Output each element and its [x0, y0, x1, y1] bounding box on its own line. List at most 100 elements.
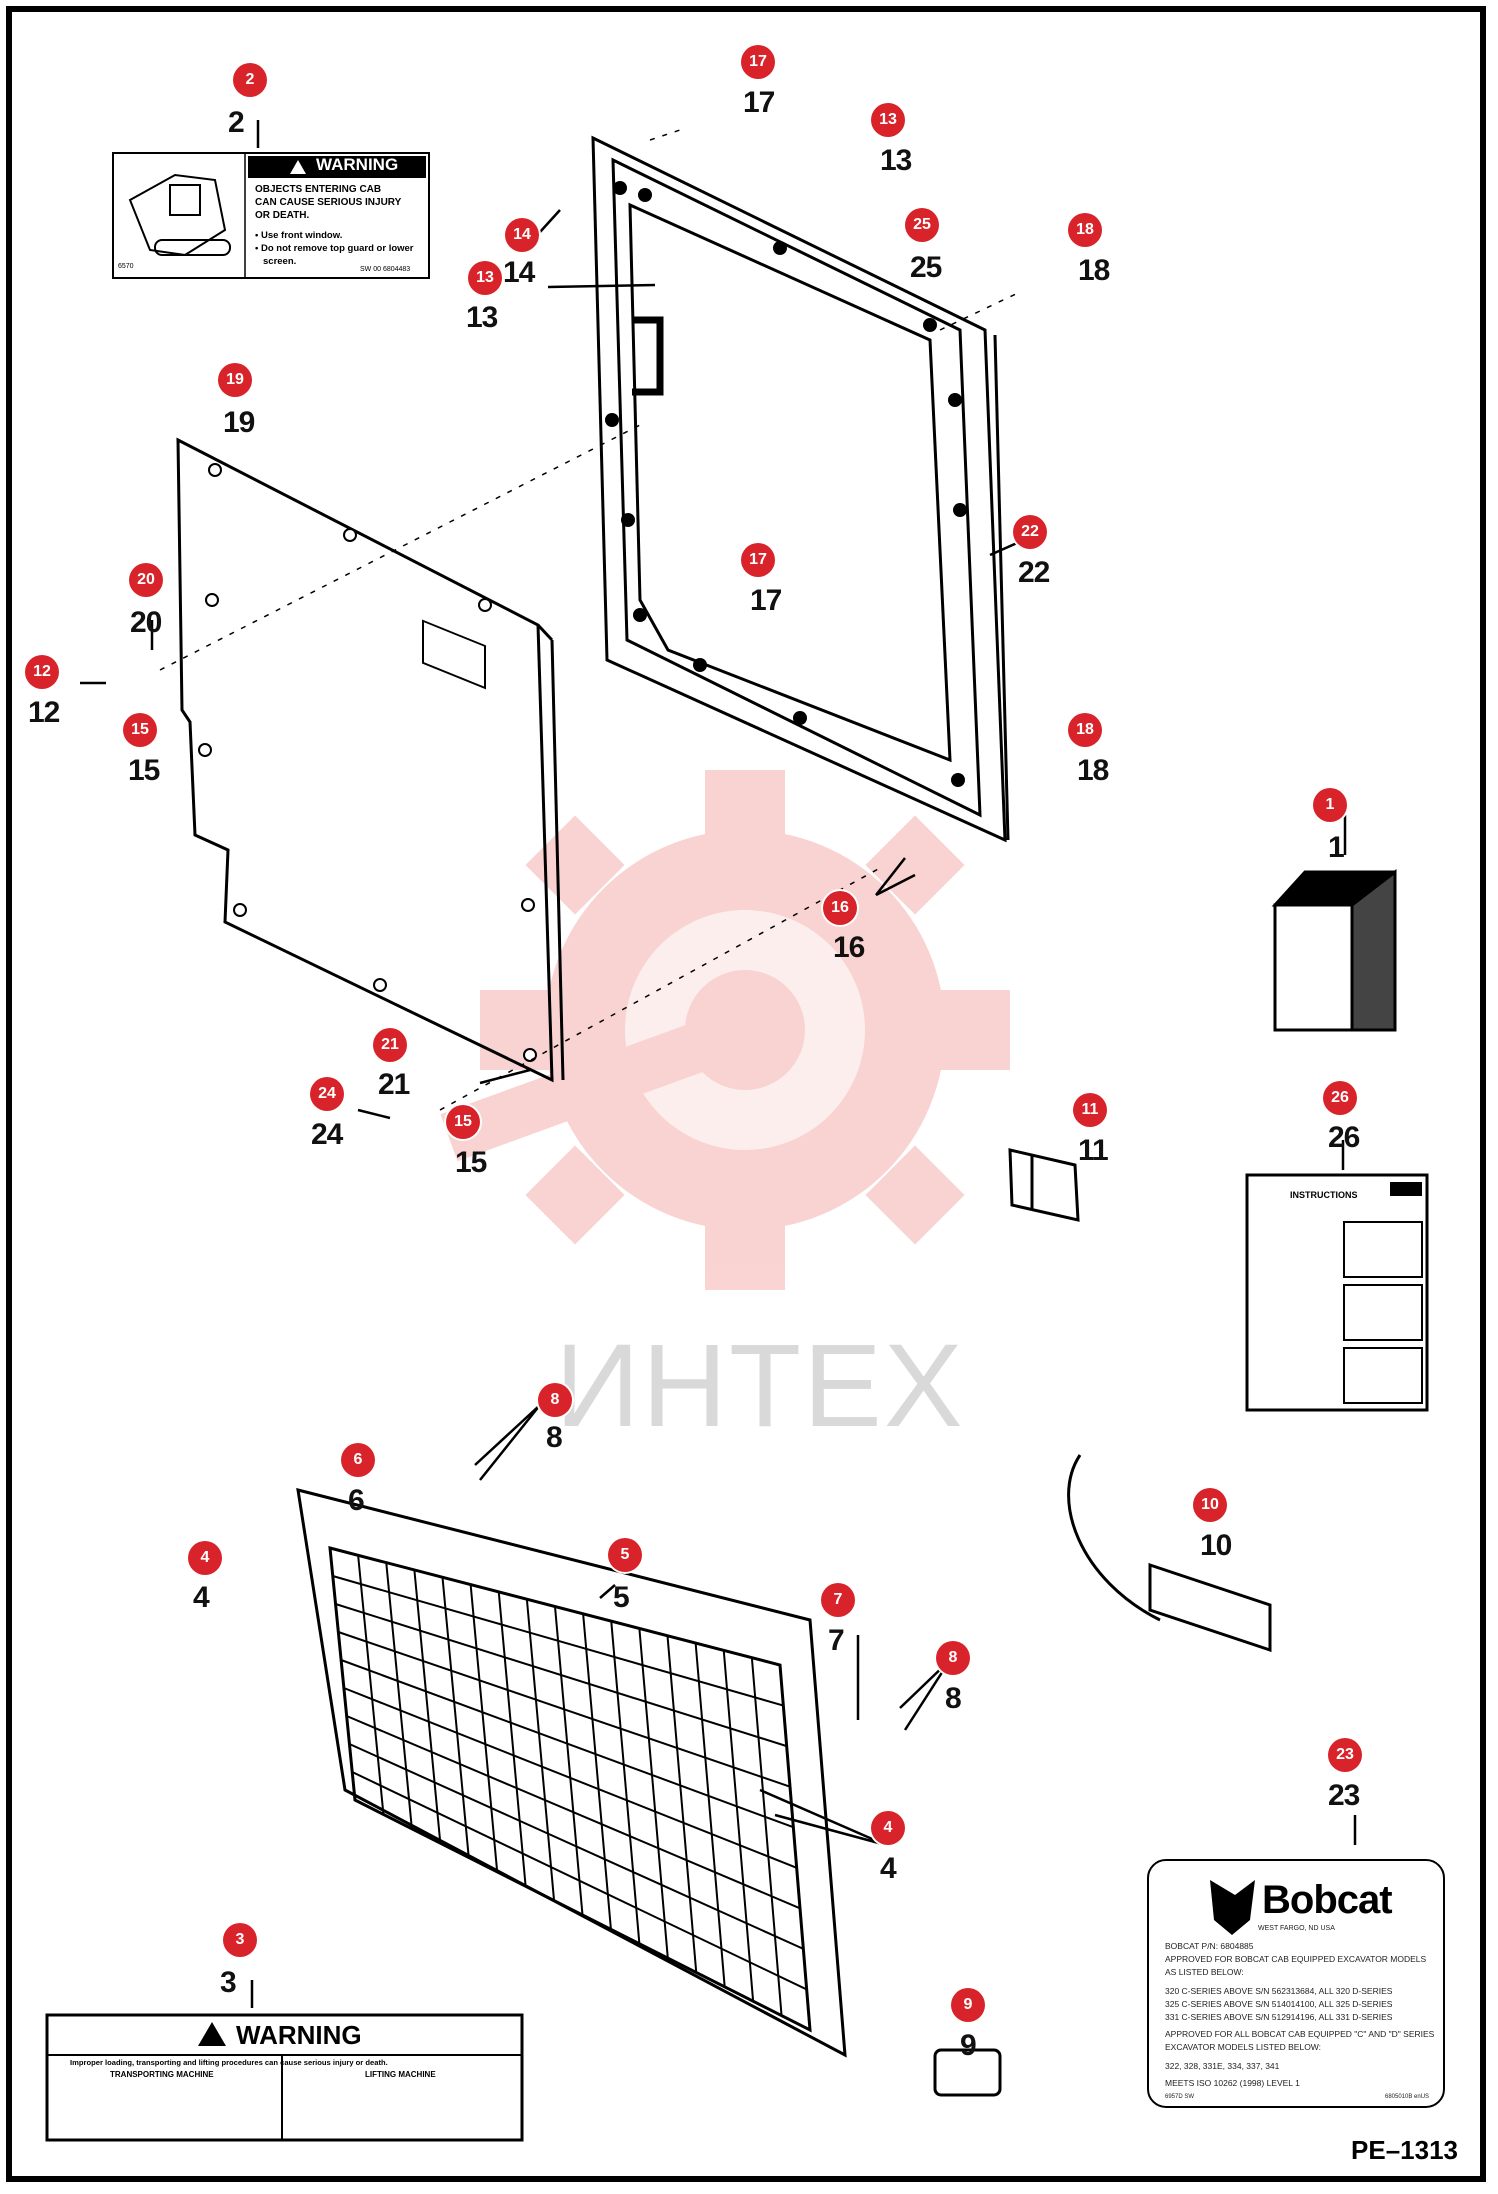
callout-1: 1	[1313, 788, 1347, 822]
part-number-label: 4	[880, 1852, 897, 1885]
bobcat-pn: BOBCAT P/N: 6804885	[1165, 1941, 1254, 1951]
bobcat-location: WEST FARGO, ND USA	[1258, 1925, 1335, 1932]
callout-15: 15	[446, 1105, 480, 1139]
cab-door-frame	[591, 135, 1010, 843]
decal-2-line2: CAN CAUSE SERIOUS INJURY	[255, 197, 402, 208]
page-code: PE–1313	[1351, 2135, 1458, 2165]
callout-8: 8	[538, 1383, 572, 1417]
screen-grid-line	[413, 1569, 442, 1844]
door-bolts	[605, 181, 967, 787]
part-11-bracket	[1008, 1148, 1080, 1222]
bobcat-code-left: 6957D SW	[1165, 2094, 1195, 2100]
part-number-label: 4	[193, 1581, 210, 1614]
callout-13: 13	[871, 103, 905, 137]
part-number-label: 23	[1328, 1779, 1360, 1812]
callout-16: 16	[823, 891, 857, 925]
leader-lines	[80, 120, 1357, 2008]
part-number-label: 9	[960, 2029, 977, 2062]
callout-20: 20	[129, 563, 163, 597]
part-number-label: 25	[910, 251, 942, 284]
decal-2-warning	[112, 152, 430, 279]
screen-grid-line	[349, 1743, 804, 1950]
decal-2-code-right: SW 00 6804483	[360, 266, 411, 273]
side-panel	[176, 437, 565, 1083]
bobcat-brand: Bobcat	[1262, 1878, 1393, 1922]
bobcat-code-right: 6805010B enUS	[1385, 2094, 1430, 2100]
screen-grid-line	[338, 1631, 791, 1788]
callout-5: 5	[608, 1538, 642, 1572]
bobcat-approved2: AS LISTED BELOW:	[1165, 1967, 1244, 1977]
decal-2-bullet3: screen.	[263, 256, 297, 267]
screen-grid	[332, 1555, 808, 2016]
part-number-label: 8	[945, 1682, 962, 1715]
bobcat-approved4: EXCAVATOR MODELS LISTED BELOW:	[1165, 2042, 1322, 2052]
part-1-box	[1271, 868, 1397, 1032]
part-26-manual	[1245, 1173, 1429, 1412]
part-number-label: 18	[1077, 754, 1109, 787]
manual-26-header: INSTRUCTIONS	[1290, 1190, 1358, 1200]
decal-3-right-heading: LIFTING MACHINE	[365, 2070, 436, 2079]
decal-23-bobcat	[1147, 1859, 1445, 2108]
part-number-label: 24	[311, 1118, 343, 1151]
callout-14: 14	[505, 218, 539, 252]
screen-grid-line	[666, 1635, 698, 1973]
callout-12: 12	[25, 655, 59, 689]
callout-11: 11	[1073, 1093, 1107, 1127]
part-number-label: 17	[750, 584, 782, 617]
part-number-label: 26	[1328, 1121, 1360, 1154]
callout-13: 13	[468, 261, 502, 295]
screen-grid-line	[357, 1555, 385, 1815]
part-number-label: 12	[28, 696, 60, 729]
screen-grid-line	[332, 1575, 784, 1707]
part-number-label: 8	[546, 1421, 563, 1454]
screen-grid-line	[497, 1591, 527, 1887]
callout-19: 19	[218, 363, 252, 397]
decal-2-bullet2: • Do not remove top guard or lower	[255, 243, 414, 254]
diagram-frame	[6, 6, 1486, 2182]
part-10-pin	[1067, 1454, 1272, 1653]
decal-2-line1: OBJECTS ENTERING CAB	[255, 184, 382, 195]
screen-grid-line	[638, 1628, 669, 1959]
screen-grid-line	[340, 1659, 794, 1829]
callout-21: 21	[373, 1028, 407, 1062]
decal-3-left-heading: TRANSPORTING MACHINE	[110, 2070, 214, 2079]
watermark-logo	[440, 770, 1010, 1290]
panel-holes	[198, 463, 537, 1062]
screen-grid-line	[750, 1657, 783, 2016]
callout-10: 10	[1193, 1488, 1227, 1522]
callout-2: 2	[233, 63, 267, 97]
part-number-label: 15	[128, 754, 160, 787]
part-number-label: 3	[220, 1966, 237, 1999]
part-number-label: 5	[613, 1581, 630, 1614]
part-number-label: 20	[130, 606, 162, 639]
part-number-label: 14	[503, 256, 535, 289]
decal-2-code-left: 6570	[118, 263, 134, 270]
callout-23: 23	[1328, 1738, 1362, 1772]
part-number-label: 17	[743, 86, 775, 119]
screen-grid-line	[722, 1650, 755, 2002]
decal-3-warning	[45, 2013, 524, 2142]
callout-8: 8	[936, 1641, 970, 1675]
callout-15: 15	[123, 713, 157, 747]
decal-2-line3: OR DEATH.	[255, 210, 310, 221]
part-number-label: 22	[1018, 556, 1050, 589]
part-number-label: 18	[1078, 254, 1110, 287]
callout-26: 26	[1323, 1081, 1357, 1115]
bobcat-iso: MEETS ISO 10262 (1998) LEVEL 1	[1165, 2078, 1300, 2088]
callout-25: 25	[905, 208, 939, 242]
callout-17: 17	[741, 45, 775, 79]
callout-9: 9	[951, 1988, 985, 2022]
screen-grid-line	[441, 1577, 470, 1858]
decal-2-header: WARNING	[316, 155, 399, 174]
callout-4: 4	[188, 1541, 222, 1575]
bobcat-models: 322, 328, 331E, 334, 337, 341	[1165, 2061, 1280, 2071]
part-number-label: 21	[378, 1068, 410, 1101]
screen-grid-line	[694, 1642, 726, 1987]
watermark-text: ИНТЕХ	[555, 1320, 965, 1452]
screen-grid-line	[385, 1562, 413, 1829]
screen-grid-line	[335, 1603, 787, 1748]
part-number-label: 13	[880, 144, 912, 177]
bobcat-s320: 320 C-SERIES ABOVE S/N 562313684, ALL 32…	[1165, 1986, 1393, 1996]
bobcat-approved3: APPROVED FOR ALL BOBCAT CAB EQUIPPED "C"…	[1165, 2029, 1435, 2039]
